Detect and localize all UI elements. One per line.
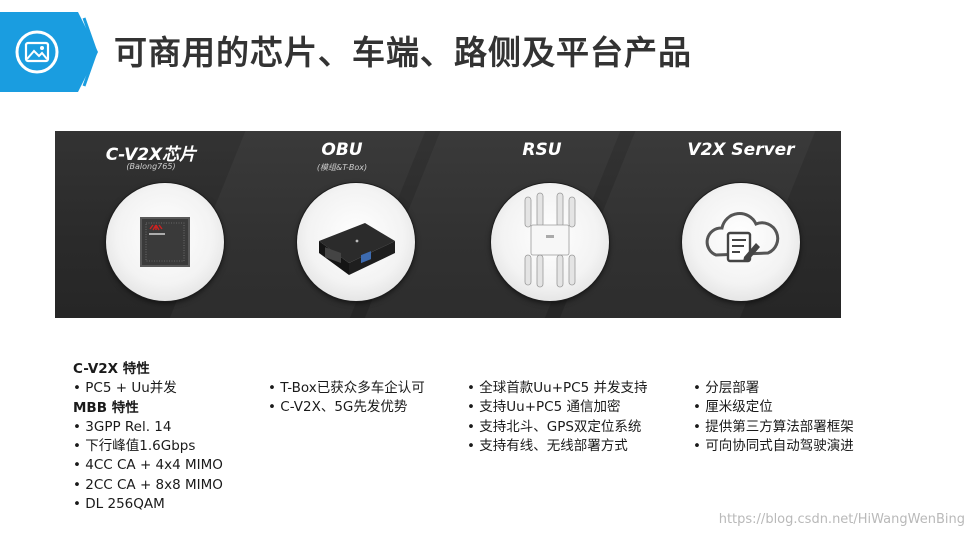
product-obu-name: OBU bbox=[321, 140, 363, 160]
list-item: • 下行峰值1.6Gbps bbox=[73, 438, 196, 455]
product-server: V2X Server bbox=[651, 131, 837, 318]
product-server-name: V2X Server bbox=[687, 140, 795, 160]
list-item: • 支持Uu+PC5 通信加密 bbox=[467, 399, 621, 416]
obu-box-icon bbox=[297, 183, 415, 301]
chip-icon bbox=[106, 183, 224, 301]
image-icon bbox=[15, 30, 59, 74]
product-obu-sub: (模组&T-Box) bbox=[316, 163, 368, 172]
header-badge bbox=[0, 12, 98, 92]
list-item: • 4CC CA + 4x4 MIMO bbox=[73, 457, 223, 474]
product-rsu: RSU bbox=[453, 131, 639, 318]
list-item: • 支持有线、无线部署方式 bbox=[467, 437, 628, 454]
list-item: • 2CC CA + 8x8 MIMO bbox=[73, 476, 223, 493]
cloud-server-icon bbox=[682, 183, 800, 301]
list-item: • 全球首款Uu+PC5 并发支持 bbox=[467, 380, 648, 396]
product-obu: OBU (模组&T-Box) bbox=[249, 131, 435, 318]
list-item: • 提供第三方算法部署框架 bbox=[693, 418, 854, 435]
list-item: • T-Box已获众多车企认可 bbox=[268, 380, 425, 396]
list-item: • 可向协同式自动驾驶演进 bbox=[693, 437, 854, 454]
product-chip-sub: (Balong765) bbox=[126, 162, 176, 171]
watermark: https://blog.csdn.net/HiWangWenBing bbox=[718, 512, 965, 527]
list-item: • 厘米级定位 bbox=[693, 399, 773, 416]
server-feature-list: • 分层部署 • 厘米级定位 • 提供第三方算法部署框架 • 可向协同式自动驾驶… bbox=[693, 379, 854, 456]
list-item: • 3GPP Rel. 14 bbox=[73, 418, 172, 435]
chip-cv2x-heading: C-V2X 特性 bbox=[73, 361, 150, 377]
obu-feature-list: • T-Box已获众多车企认可 • C-V2X、5G先发优势 bbox=[268, 379, 425, 418]
product-banner: C-V2X芯片 (Balong765) OBU (模组&T-Box) bbox=[55, 131, 841, 318]
chip-mbb-heading: MBB 特性 bbox=[73, 399, 139, 416]
rsu-antenna-icon bbox=[491, 183, 609, 301]
list-item: • C-V2X、5G先发优势 bbox=[268, 399, 408, 416]
list-item: • PC5 + Uu并发 bbox=[73, 380, 177, 397]
product-rsu-name: RSU bbox=[522, 140, 562, 160]
list-item: • DL 256QAM bbox=[73, 496, 165, 513]
rsu-feature-list: • 全球首款Uu+PC5 并发支持 • 支持Uu+PC5 通信加密 • 支持北斗… bbox=[467, 379, 647, 456]
list-item: • 支持北斗、GPS双定位系统 bbox=[467, 418, 642, 435]
product-chip: C-V2X芯片 (Balong765) bbox=[58, 131, 244, 318]
list-item: • 分层部署 bbox=[693, 380, 760, 396]
product-chip-name: C-V2X芯片 bbox=[105, 145, 197, 165]
chip-feature-list: C-V2X 特性 • PC5 + Uu并发 MBB 特性 • 3GPP Rel.… bbox=[73, 360, 223, 514]
page-title: 可商用的芯片、车端、路侧及平台产品 bbox=[114, 33, 692, 72]
